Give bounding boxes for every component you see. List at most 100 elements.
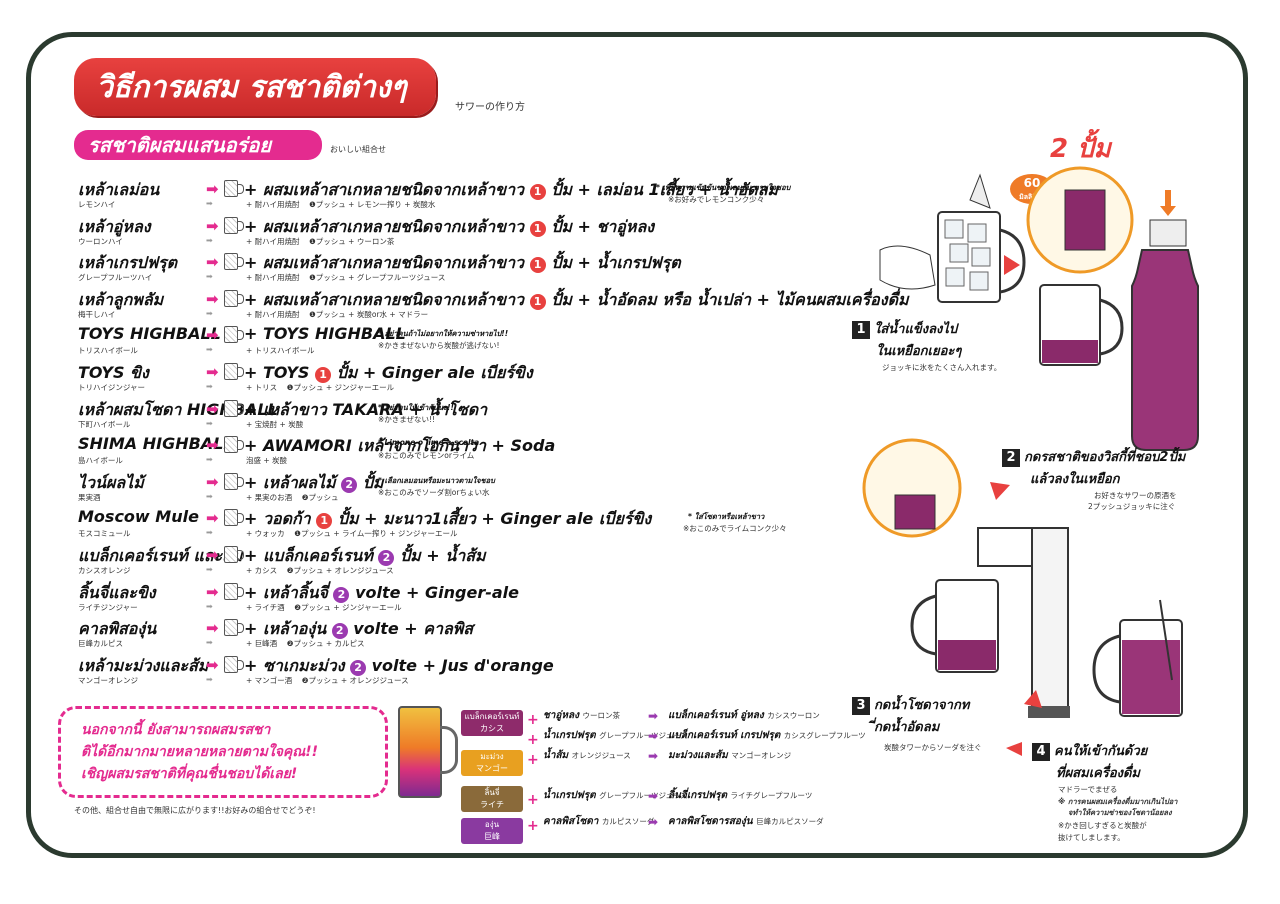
mug-icon [224, 436, 244, 454]
plus-icon: + [527, 792, 539, 808]
recipe-sub: + ウォッカ ❶プッシュ + ライム一搾り + ジンジャーエール [246, 529, 458, 539]
arrow-icon: ➡ [206, 436, 219, 455]
recipe-name: ไวน์ผลไม้ [78, 472, 144, 492]
mug-icon [224, 216, 244, 234]
recipe-main-a: + ผสมเหล้าสาเกหลายชนิดจากเหล้าขาว [244, 180, 525, 199]
pump-count-icon: 1 [315, 367, 332, 383]
recipe-name-jp: トリスハイボール [78, 346, 138, 356]
recipe-main-a: + TOYS [244, 363, 310, 382]
pump-count-icon: 1 [529, 220, 546, 237]
recipe-main-a: + เหล้าผลไม้ [244, 472, 336, 492]
step-2-jp-2: 2プッシュジョッキに注ぐ [1088, 502, 1176, 511]
mix-ingredient: ชาอู่หลง ウーロン茶 [543, 710, 620, 721]
recipe-note-jp: ※おこのみでライムコンク少々 [683, 524, 787, 534]
small-arrow-icon: ➡ [206, 345, 213, 355]
recipe-name-jp: マンゴーオレンジ [78, 675, 138, 685]
recipe-note: * ใส่โซดาหรือเหล้าขาว [688, 512, 765, 522]
recipe-name-jp: 果実酒 [78, 492, 101, 502]
recipe-row: เหล้าเลม่อนレモンハイ➡➡+ ผสมเหล้าสาเกหลายชนิด… [78, 178, 798, 214]
recipe-main: + เหล้าลิ้นจี่ 2 volte + Ginger-ale [244, 581, 519, 606]
recipe-name: SHIMA HIGHBALL [78, 434, 234, 454]
recipe-main-a: + วอดก้า [244, 509, 311, 529]
recipe-name: คาลพิสองุ่น [78, 619, 157, 639]
pump-count-icon: 2 [350, 659, 367, 676]
recipe-main-b: volte + Jus d'orange [371, 655, 554, 675]
recipe-main: + เหล้าผลไม้ 2 ปั้ม [244, 471, 383, 496]
note-line-3: เชิญผสมรสชาติที่คุณชื่นชอบได้เลย! [81, 766, 298, 782]
recipe-sub: + ライチ酒 ❷プッシュ + ジンジャーエール [246, 602, 402, 612]
step-4-note-2: จทำให้ความซ่าของโซดาน้อยลง [1068, 808, 1172, 817]
flavor-tag: ลิ้นจี่ライチ [461, 786, 523, 812]
recipe-name-jp: 梅干しハイ [78, 309, 116, 319]
mug-icon [224, 509, 244, 527]
mixed-drink-mug-icon [398, 706, 442, 798]
arrow-icon: ➡ [648, 749, 659, 763]
mug-icon [224, 472, 244, 490]
section-title-jp: おいしい組合せ [330, 145, 386, 154]
recipe-main-b: ปั้ม + Ginger ale เบียร์ขิง [336, 363, 533, 382]
recipe-main-b: ปั้ม + เลม่อน 1เสี้ยว + น้ำอัดลม [551, 180, 778, 199]
recipe-row: เหล้ามะม่วงและส้มマンゴーオレンジ➡➡+ ซาเกมะม่วง … [78, 654, 798, 690]
mug-icon [224, 253, 244, 271]
plus-icon: + [527, 732, 539, 748]
recipe-name-jp: ライチジンジャー [78, 602, 138, 612]
mug-icon [224, 180, 244, 197]
recipe-row: เหล้าเกรปฟรุตグレープフルーツハイ➡➡+ ผสมเหล้าสาเกห… [78, 251, 798, 287]
plus-icon: + [527, 818, 539, 834]
note-line-1: นอกจากนี้ ยังสามารถผสมรสชา [81, 722, 271, 738]
recipe-name: แบล็กเคอร์เรนท์ และส้ม [78, 546, 243, 565]
recipe-row: TOYS ขิงトリハイジンジャー➡➡+ TOYS 1 ปั้ม + Ginge… [78, 361, 798, 397]
recipe-main-b: volte + คาลพิส [353, 619, 474, 639]
recipe-row: คาลพิสองุ่น巨峰カルピス➡➡+ เหล้าองุ่น 2 volte … [78, 617, 798, 653]
arrow-icon: ➡ [206, 363, 219, 381]
recipe-row: แบล็กเคอร์เรนท์ และส้มカシスオレンジ➡➡+ แบล็กเค… [78, 544, 798, 580]
step-3-line2: ี่กดน้ำอัดลม [874, 720, 940, 735]
note-box: นอกจากนี้ ยังสามารถผสมรสชา ติได้อีกมากมา… [58, 706, 388, 798]
small-arrow-icon: ➡ [206, 674, 213, 684]
plus-icon: + [527, 712, 539, 728]
step-2-jp-1: お好きなサワーの原酒を [1094, 491, 1177, 500]
recipe-note: * เพิ่มความเข้มข้นของเลมอน ตามใจชอบ [656, 183, 791, 192]
recipe-main: + ผสมเหล้าสาเกหลายชนิดจากเหล้าขาว 1 ปั้ม… [244, 251, 681, 276]
ml-value: 60 [1023, 176, 1041, 190]
pump-count-icon: 2 [378, 550, 395, 566]
arrow-icon: ➡ [648, 789, 659, 803]
step-3-jp: 炭酸タワーからソーダを注ぐ [884, 743, 982, 752]
recipe-main-b: ปั้ม + น้ำอัดลม หรือ น้ำเปล่า + ไม้คนผสม… [551, 289, 909, 309]
mug-icon [224, 546, 244, 563]
mug-icon [224, 582, 244, 600]
recipe-main-b: volte + Ginger-ale [355, 582, 519, 602]
recipe-main-a: + ผสมเหล้าสาเกหลายชนิดจากเหล้าขาว [244, 253, 525, 273]
pump-count-icon: 2 [333, 586, 350, 603]
recipe-sub: + 宝焼酎 + 炭酸 [246, 419, 304, 429]
recipe-name: เหล้าลูกพลัม [78, 289, 164, 309]
mix-result: แบล็กเคอร์เรนท์ อู่หลง カシスウーロン [668, 710, 820, 721]
plus-icon: + [527, 752, 539, 768]
recipe-main: + ผสมเหล้าสาเกหลายชนิดจากเหล้าขาว 1 ปั้ม… [244, 215, 654, 240]
recipe-name: เหล้าเกรปฟรุต [78, 253, 178, 273]
recipe-main-b: ปั้ม + ชาอู่หลง [551, 216, 655, 236]
mix-result: ลิ้นจี่เกรปฟรุต ライチグレープフルーツ [668, 790, 813, 801]
arrow-icon: ➡ [206, 399, 219, 418]
recipe-name-jp: トリハイジンジャー [78, 383, 145, 392]
recipe-note: * อย่าคนถ้าไม่อยากให้ความซ่าหายไป!! [378, 329, 509, 339]
step-4-line2: ที่ผสมเครื่องดื่ม [1056, 766, 1140, 781]
recipe-main: + วอดก้า 1 ปั้ม + มะนาว1เสี้ยว + Ginger … [244, 507, 651, 532]
recipe-main: + ผสมเหล้าสาเกหลายชนิดจากเหล้าขาว 1 ปั้ม… [244, 288, 909, 313]
recipe-name: เหล้ามะม่วงและส้ม [78, 655, 209, 675]
recipe-main-a: + แบล็กเคอร์เรนท์ [244, 546, 373, 565]
arrow-icon: ➡ [206, 472, 219, 491]
recipe-sub: + マンゴー酒 ❷プッシュ + オレンジジュース [246, 675, 409, 685]
note-jp: その他、組合せ自由で無限に広がります!!お好みの組合せでどうぞ! [74, 806, 316, 815]
mug-icon [224, 619, 244, 637]
recipe-main-b: ปั้ม + มะนาว1เสี้ยว + Ginger ale เบียร์ข… [337, 509, 652, 529]
recipe-sub: + 耐ハイ用焼酎 ❶プッシュ + 炭酸or水 + マドラー [246, 309, 429, 319]
pump-count-icon: 1 [316, 513, 333, 530]
small-arrow-icon: ➡ [206, 308, 213, 318]
recipe-note: * อย่าคนให้เข้ากันนะ!! [378, 402, 454, 412]
recipe-name: ลิ้นจี่และขิง [78, 582, 156, 602]
page-title-jp: サワーの作り方 [455, 102, 525, 113]
recipe-name-jp: グレープフルーツハイ [78, 273, 153, 283]
